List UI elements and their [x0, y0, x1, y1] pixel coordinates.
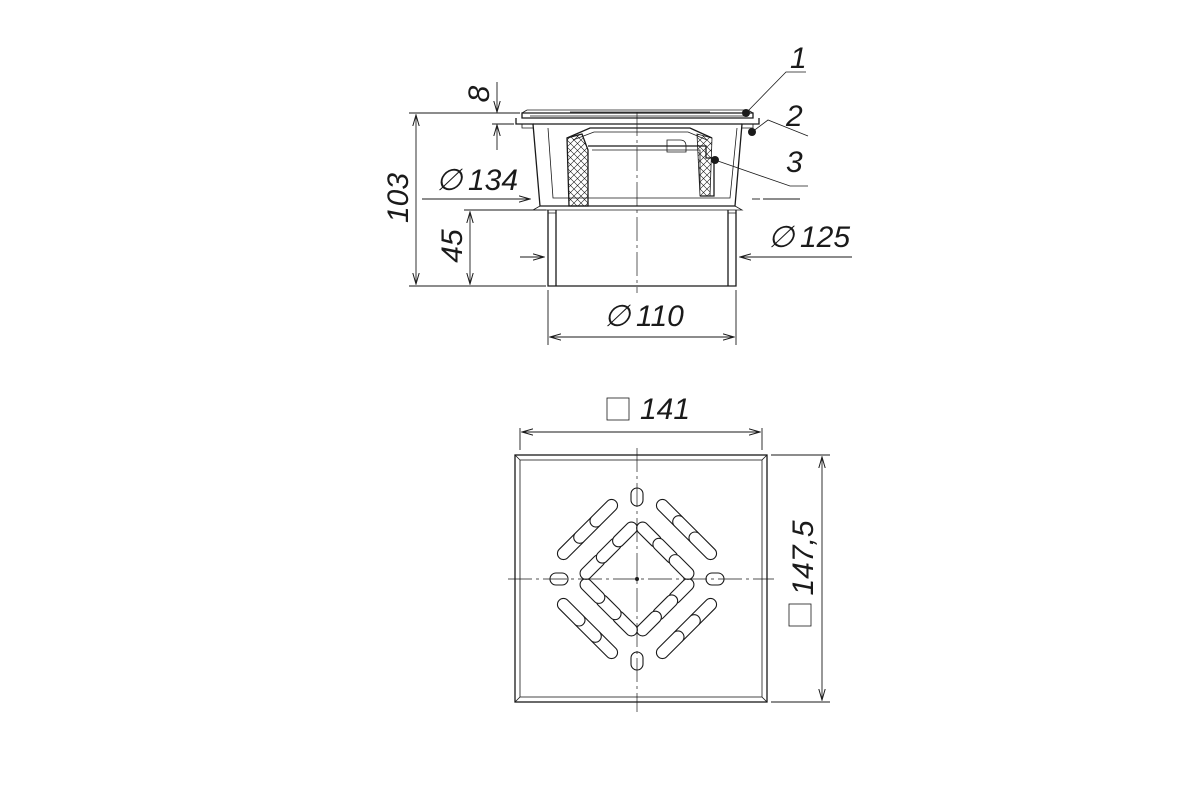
callout-1: 1 [742, 42, 807, 117]
dim-110: ∅ 110 [547, 290, 737, 345]
dim-134-label: 134 [468, 164, 518, 197]
dim-134: ∅ 134 [422, 164, 800, 199]
dim-8-label: 8 [463, 85, 496, 102]
dim-103-label: 103 [382, 173, 415, 223]
dim-125-label: 125 [800, 221, 850, 254]
grate-slot-q4-r2-3 [688, 531, 718, 561]
grate-slot-q4-r1-3 [668, 554, 695, 580]
grate [521, 109, 754, 119]
dim-125-symbol: ∅ [768, 221, 796, 254]
dim-103: 103 [382, 112, 546, 287]
dim-110-label: 110 [636, 300, 684, 333]
grate-slots [549, 487, 725, 671]
callout-2-label: 2 [785, 100, 803, 133]
outlet-pipe [547, 210, 737, 287]
callout-3-label: 3 [786, 146, 803, 179]
dim-45-label: 45 [436, 229, 469, 263]
dim-110-symbol: ∅ [604, 300, 632, 333]
grate-top [514, 454, 768, 703]
dim-147-5-label: 147,5 [787, 520, 820, 595]
top-view: 141 147,5 [508, 393, 830, 712]
dim-45: 45 [436, 209, 546, 284]
grate-slot-q2-r1-3 [579, 578, 606, 604]
callout-2: 2 [748, 100, 809, 137]
dim-141-label: 141 [640, 393, 690, 426]
grate-slot-q1-r2-3 [655, 630, 685, 660]
dim-141: 141 [519, 393, 763, 450]
callout-3: 3 [711, 146, 808, 187]
siphon-insert [566, 127, 715, 207]
side-view: 8 103 45 ∅ 134 ∅ 125 [382, 42, 852, 345]
callout-1-label: 1 [790, 42, 807, 75]
dim-134-symbol: ∅ [436, 164, 464, 197]
grate-slot-q1-r1-3 [636, 610, 662, 637]
dim-147-5: 147,5 [771, 454, 830, 703]
grate-slot-q3-r1-3 [612, 521, 638, 548]
drain-body [515, 118, 760, 211]
dim-8: 8 [463, 82, 520, 150]
dim-125: ∅ 125 [520, 221, 852, 257]
grate-slot-q2-r2-3 [556, 597, 586, 627]
grate-slot-q3-r2-3 [589, 498, 619, 528]
